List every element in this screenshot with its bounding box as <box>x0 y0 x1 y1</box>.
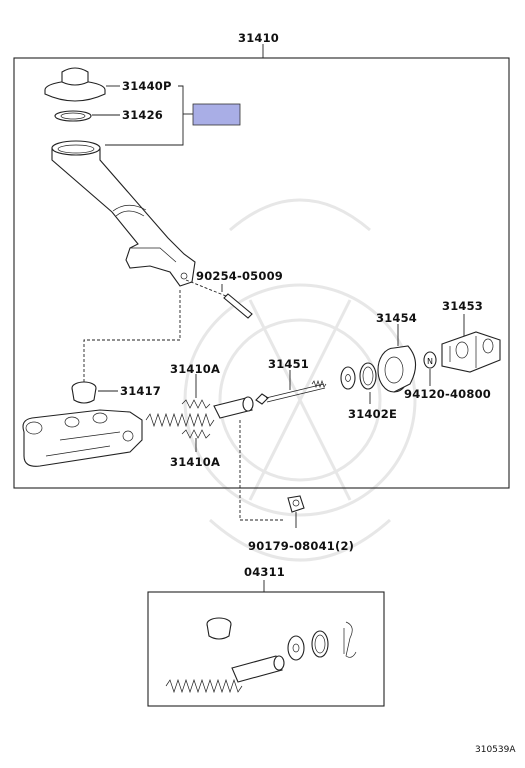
kit-snap-ring[interactable] <box>311 630 329 658</box>
lock-nut[interactable]: N <box>423 351 437 369</box>
kit-piston-assembly[interactable] <box>165 655 285 694</box>
piston-lower-label[interactable]: 31410A <box>170 455 220 469</box>
master-cylinder-body[interactable] <box>22 409 143 467</box>
snap-ring[interactable] <box>359 362 377 390</box>
piston-seal-lower[interactable] <box>181 429 211 439</box>
push-rod-label[interactable]: 31451 <box>268 357 309 371</box>
gasket-label[interactable]: 31426 <box>122 108 163 122</box>
grommet-label[interactable]: 31417 <box>120 384 161 398</box>
kit-label[interactable]: 04311 <box>244 565 285 579</box>
reservoir-cap[interactable] <box>44 67 106 102</box>
boot-label[interactable]: 31454 <box>376 311 417 325</box>
snap-ring-label[interactable]: 31402E <box>348 407 397 421</box>
reservoir-gasket[interactable] <box>54 110 92 122</box>
assembly-frame <box>13 57 510 489</box>
kit-clip[interactable] <box>343 621 357 658</box>
watermark-emblem <box>183 198 417 562</box>
nut-label[interactable]: 94120-40800 <box>404 387 491 401</box>
svg-text:N: N <box>427 357 433 366</box>
grommet[interactable] <box>71 381 97 404</box>
kit-washer[interactable] <box>287 635 305 661</box>
highlight-box[interactable] <box>192 103 241 126</box>
bolt-label[interactable]: 90254-05009 <box>196 269 283 283</box>
push-rod[interactable] <box>255 379 327 405</box>
union-nut-label[interactable]: 90179-08041(2) <box>248 539 354 553</box>
clevis[interactable] <box>441 331 501 373</box>
diagram-code: 310539A <box>475 745 516 755</box>
piston-upper-label[interactable]: 31410A <box>170 362 220 376</box>
union-nut[interactable] <box>287 495 305 513</box>
cap-label[interactable]: 31440P <box>122 79 172 93</box>
clevis-label[interactable]: 31453 <box>442 299 483 313</box>
mounting-bolt[interactable] <box>223 293 253 319</box>
kit-grommet[interactable] <box>206 617 232 640</box>
assembly-label[interactable]: 31410 <box>238 31 279 45</box>
boot[interactable] <box>377 345 417 393</box>
piston-assembly[interactable] <box>145 396 254 428</box>
piston-seal-upper[interactable] <box>181 399 211 409</box>
push-rod-washer[interactable] <box>340 366 356 390</box>
kit-frame <box>147 591 385 707</box>
reservoir-tank[interactable] <box>51 140 196 287</box>
